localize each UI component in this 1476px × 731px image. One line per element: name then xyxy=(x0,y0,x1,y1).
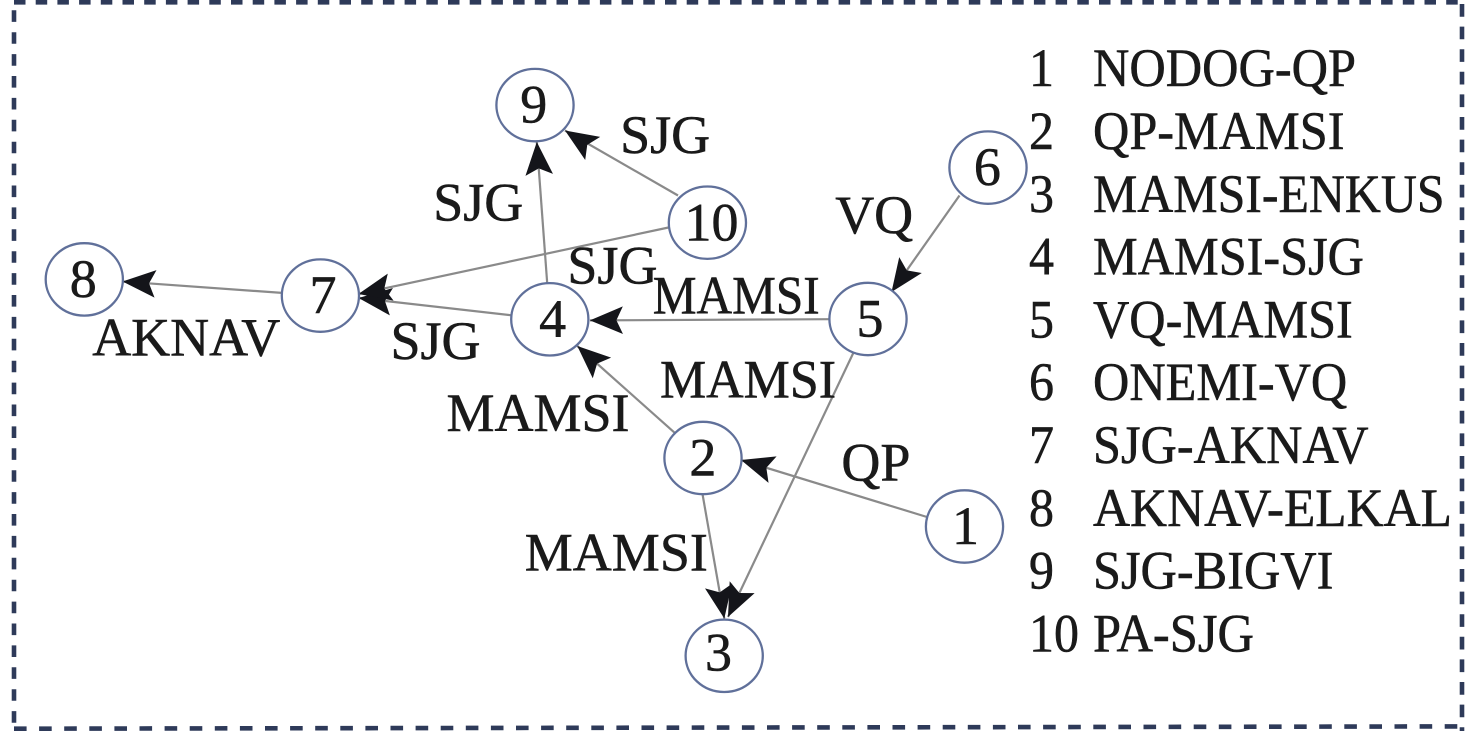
svg-text:SJG: SJG xyxy=(433,173,523,233)
svg-text:4: 4 xyxy=(1029,227,1054,287)
svg-text:VQ: VQ xyxy=(835,185,913,245)
svg-text:4: 4 xyxy=(539,289,566,349)
svg-text:MAMSI: MAMSI xyxy=(653,265,820,325)
svg-text:5: 5 xyxy=(857,289,884,349)
svg-text:6: 6 xyxy=(1029,352,1054,412)
svg-text:2: 2 xyxy=(689,428,716,488)
svg-text:7: 7 xyxy=(1029,415,1054,475)
svg-text:ONEMI-VQ: ONEMI-VQ xyxy=(1093,352,1347,412)
svg-text:SJG: SJG xyxy=(620,105,710,165)
svg-text:MAMSI-SJG: MAMSI-SJG xyxy=(1093,227,1364,287)
svg-text:3: 3 xyxy=(705,623,732,683)
svg-text:3: 3 xyxy=(1029,164,1054,224)
svg-text:SJG: SJG xyxy=(391,311,481,371)
svg-text:QP: QP xyxy=(841,432,910,492)
svg-text:10: 10 xyxy=(685,192,739,252)
svg-text:MAMSI: MAMSI xyxy=(660,350,836,410)
svg-text:1: 1 xyxy=(1029,38,1054,98)
svg-text:9: 9 xyxy=(520,75,547,135)
svg-text:AKNAV: AKNAV xyxy=(92,307,280,367)
svg-text:6: 6 xyxy=(974,137,1001,197)
svg-text:AKNAV-ELKAL: AKNAV-ELKAL xyxy=(1093,478,1452,538)
svg-text:5: 5 xyxy=(1029,289,1054,349)
svg-text:10: 10 xyxy=(1029,603,1079,663)
svg-text:QP-MAMSI: QP-MAMSI xyxy=(1093,101,1345,161)
svg-text:SJG: SJG xyxy=(567,236,657,296)
svg-text:MAMSI: MAMSI xyxy=(447,383,630,443)
svg-text:8: 8 xyxy=(70,249,97,309)
svg-text:VQ-MAMSI: VQ-MAMSI xyxy=(1093,289,1353,349)
svg-text:1: 1 xyxy=(952,496,979,556)
svg-text:SJG-AKNAV: SJG-AKNAV xyxy=(1093,415,1369,475)
svg-text:8: 8 xyxy=(1029,478,1054,538)
svg-text:NODOG-QP: NODOG-QP xyxy=(1093,38,1356,98)
svg-text:9: 9 xyxy=(1029,541,1054,601)
svg-text:MAMSI-ENKUS: MAMSI-ENKUS xyxy=(1093,164,1445,224)
svg-text:2: 2 xyxy=(1029,101,1054,161)
svg-text:MAMSI: MAMSI xyxy=(525,523,708,583)
svg-text:SJG-BIGVI: SJG-BIGVI xyxy=(1093,541,1333,601)
svg-text:PA-SJG: PA-SJG xyxy=(1093,603,1254,663)
svg-text:7: 7 xyxy=(310,265,337,325)
